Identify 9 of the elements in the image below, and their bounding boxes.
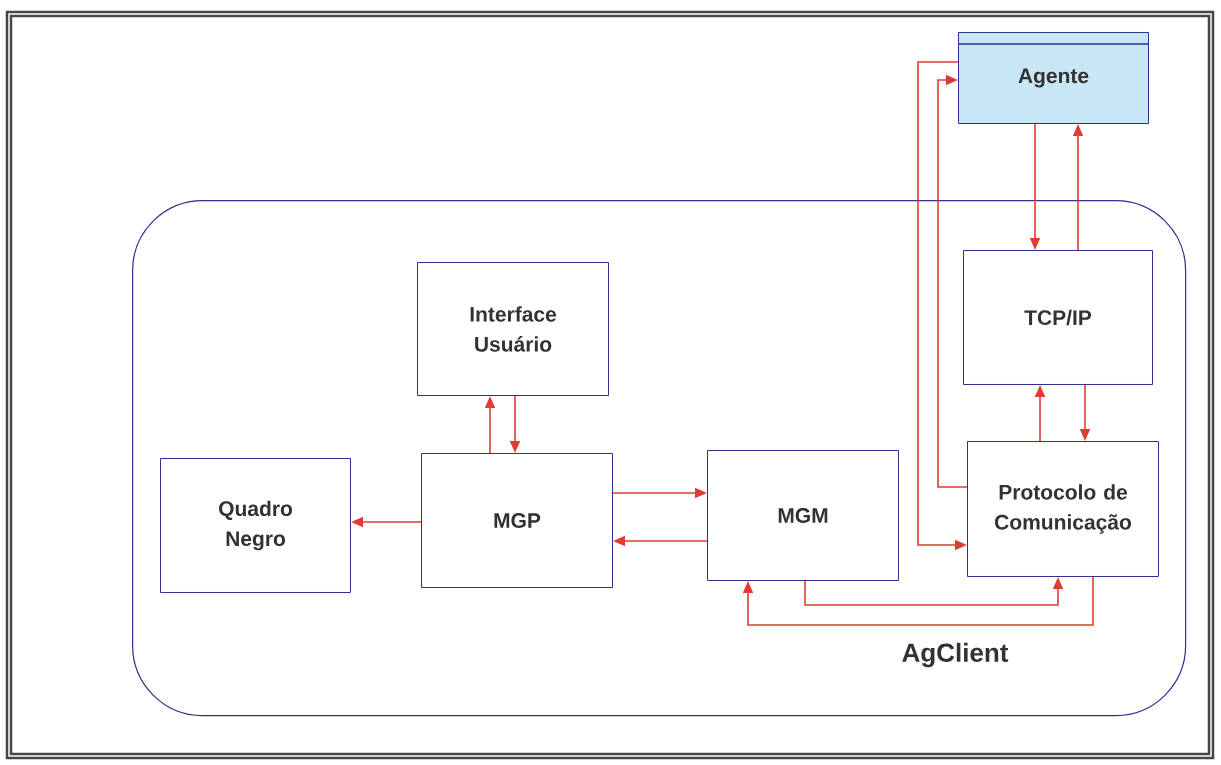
process-box: MGP bbox=[421, 453, 613, 588]
arrow bbox=[742, 576, 1094, 626]
process-box: Protocolo de Comunicação bbox=[967, 441, 1159, 577]
agent-box: Agente bbox=[957, 32, 1149, 124]
arrow bbox=[937, 74, 968, 488]
process-box: Interface Usuário bbox=[417, 262, 609, 396]
process-box: TCP/IP bbox=[963, 250, 1153, 385]
process-box: MGM bbox=[707, 450, 899, 581]
process-box: Quadro Negro bbox=[160, 458, 351, 593]
